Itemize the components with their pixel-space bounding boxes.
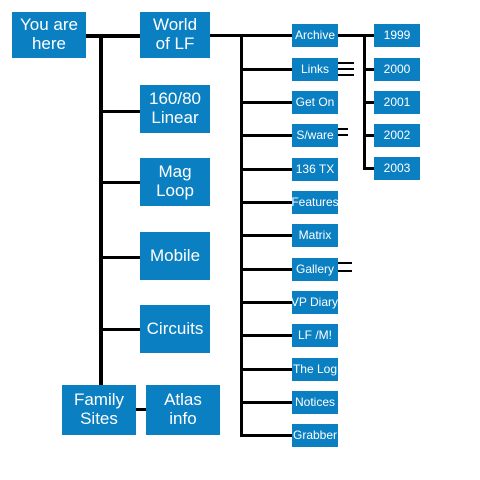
sub-node-links[interactable]: Links xyxy=(292,58,338,81)
year-2003[interactable]: 2003 xyxy=(374,157,420,180)
connector-line xyxy=(240,201,292,204)
sub-node-label: Archive xyxy=(294,27,335,42)
connector-line xyxy=(240,68,292,71)
year-1999[interactable]: 1999 xyxy=(374,24,420,47)
sub-node-label: 136 TX xyxy=(295,161,335,176)
sub-node-label: Gallery xyxy=(295,261,334,276)
sub-node-label: Features xyxy=(292,194,338,209)
year-2002[interactable]: 2002 xyxy=(374,124,420,147)
you-are-here-line1: You are xyxy=(20,15,78,35)
sub-node-lf-m[interactable]: LF /M! xyxy=(292,324,338,347)
world-of-lf-line2: of LF xyxy=(155,34,195,53)
sub-node-grabber[interactable]: Grabber xyxy=(292,424,338,447)
year-label: 2001 xyxy=(383,94,411,109)
connector-line xyxy=(240,334,292,337)
connector-line xyxy=(99,256,140,259)
sub-node-features[interactable]: Features xyxy=(292,191,338,214)
connector-line xyxy=(240,434,292,437)
sub-node-notices[interactable]: Notices xyxy=(292,391,338,414)
sub-node-136-tx[interactable]: 136 TX xyxy=(292,158,338,181)
sub-node-label: The Log xyxy=(292,361,338,376)
connector-line xyxy=(240,101,292,104)
family-sites-line1: Family xyxy=(73,390,125,410)
mag-loop-line1: Mag xyxy=(158,162,192,182)
connector-line xyxy=(363,101,374,104)
connector-line xyxy=(363,68,374,71)
connector-line xyxy=(99,110,140,113)
connector-line xyxy=(210,34,294,37)
sware-expander-mark xyxy=(338,128,348,130)
family-sites-line2: Sites xyxy=(80,409,118,428)
connector-line xyxy=(99,328,140,331)
connector-line xyxy=(86,34,140,38)
connector-line xyxy=(240,134,292,137)
sub-node-label: Notices xyxy=(294,394,335,409)
sub-node-label: Get On xyxy=(295,94,335,109)
world-of-lf-line1: World xyxy=(152,15,198,35)
sub-node-label: VP Diary xyxy=(292,294,338,309)
atlas-info-line2: info xyxy=(169,409,197,428)
linear-line2: Linear xyxy=(151,108,199,127)
links-expander-mark xyxy=(338,74,354,76)
sub-node-matrix[interactable]: Matrix xyxy=(292,224,338,247)
mobile-box[interactable]: Mobile xyxy=(140,232,210,280)
year-label: 2002 xyxy=(383,127,411,142)
sub-node-archive[interactable]: Archive xyxy=(292,24,338,47)
connector-line xyxy=(240,168,292,171)
year-label: 1999 xyxy=(383,27,411,42)
connector-line xyxy=(240,301,292,304)
connector-line xyxy=(240,368,292,371)
mag-loop-line2: Loop xyxy=(156,181,194,200)
gallery-expander-mark xyxy=(338,262,352,264)
connector-line xyxy=(338,34,374,37)
sub-node-label: S/ware xyxy=(296,127,334,142)
year-2000[interactable]: 2000 xyxy=(374,58,420,81)
sub-node-label: Links xyxy=(300,61,329,76)
connector-line xyxy=(240,401,292,404)
sub-node-label: Grabber xyxy=(292,427,338,442)
circuits-box[interactable]: Circuits xyxy=(140,305,210,353)
sub-node-label: Matrix xyxy=(298,227,332,242)
connector-line xyxy=(240,234,292,237)
connector-line xyxy=(99,181,140,184)
sware-expander-mark xyxy=(338,134,348,136)
year-label: 2000 xyxy=(383,61,411,76)
atlas-info-line1: Atlas xyxy=(164,390,202,410)
sub-node-the-log[interactable]: The Log xyxy=(292,358,338,381)
connector-line xyxy=(363,167,374,170)
sub-node-gallery[interactable]: Gallery xyxy=(292,258,338,281)
connector-line xyxy=(99,34,103,398)
connector-line xyxy=(130,408,148,411)
links-expander-mark xyxy=(338,68,354,70)
year-label: 2003 xyxy=(383,160,411,175)
links-expander-mark xyxy=(338,62,354,64)
year-2001[interactable]: 2001 xyxy=(374,91,420,114)
sub-node-label: LF /M! xyxy=(297,327,332,342)
circuits-label: Circuits xyxy=(146,318,204,338)
connector-line xyxy=(240,268,292,271)
gallery-expander-mark xyxy=(338,270,352,272)
mobile-label: Mobile xyxy=(149,245,201,265)
connector-line xyxy=(363,134,374,137)
sub-node-vp-diary[interactable]: VP Diary xyxy=(292,291,338,314)
sub-node-get-on[interactable]: Get On xyxy=(292,91,338,114)
linear-line1: 160/80 xyxy=(149,89,201,109)
sub-node-software[interactable]: S/ware xyxy=(292,124,338,147)
you-are-here-line2: here xyxy=(31,34,66,53)
